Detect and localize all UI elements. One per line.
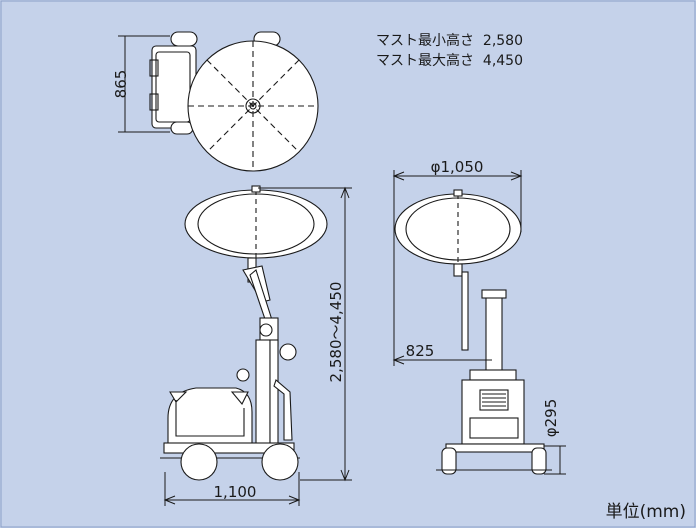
dim-lamp-diameter: [392, 170, 523, 232]
dim-offset: [392, 232, 492, 366]
front-mast-pole: [485, 295, 503, 375]
label-offset: 825: [406, 342, 435, 360]
front-wheel-right: [531, 447, 547, 475]
spec-max-value: 4,450: [482, 53, 523, 69]
label-lamp-diameter: φ1,050: [431, 158, 484, 176]
side-view: [160, 185, 328, 481]
front-wheel-left: [441, 447, 457, 475]
side-generator: [167, 387, 253, 446]
spec-min-label: マスト最小高さ: [376, 33, 474, 49]
front-view: [394, 189, 552, 475]
label-width: 1,100: [214, 483, 257, 501]
side-mast-pole: [255, 339, 271, 451]
top-knob-bottom: [170, 121, 194, 135]
dim-top-depth: [118, 35, 170, 133]
dim-height: [258, 186, 352, 482]
front-base: [445, 443, 545, 453]
dim-wheel-diameter: [544, 445, 566, 475]
top-view: [149, 31, 319, 172]
label-wheel-diameter: φ295: [542, 399, 560, 438]
side-wheel-left: [180, 443, 218, 481]
spec-max-height: マスト最大高さ 4,450: [376, 50, 523, 70]
unit-label: 単位(mm): [605, 502, 686, 522]
spec-min-value: 2,580: [482, 33, 523, 49]
spec-min-height: マスト最小高さ 2,580: [376, 30, 523, 50]
side-base: [163, 442, 295, 454]
top-knob-left: [170, 31, 198, 47]
label-height-range: 2,580～4,450: [327, 282, 345, 383]
dim-width: [163, 472, 301, 506]
side-wheel-right: [261, 443, 299, 481]
label-top-depth: 865: [112, 70, 130, 99]
top-frame-inner: [155, 51, 191, 123]
spec-max-label: マスト最大高さ: [376, 53, 474, 69]
